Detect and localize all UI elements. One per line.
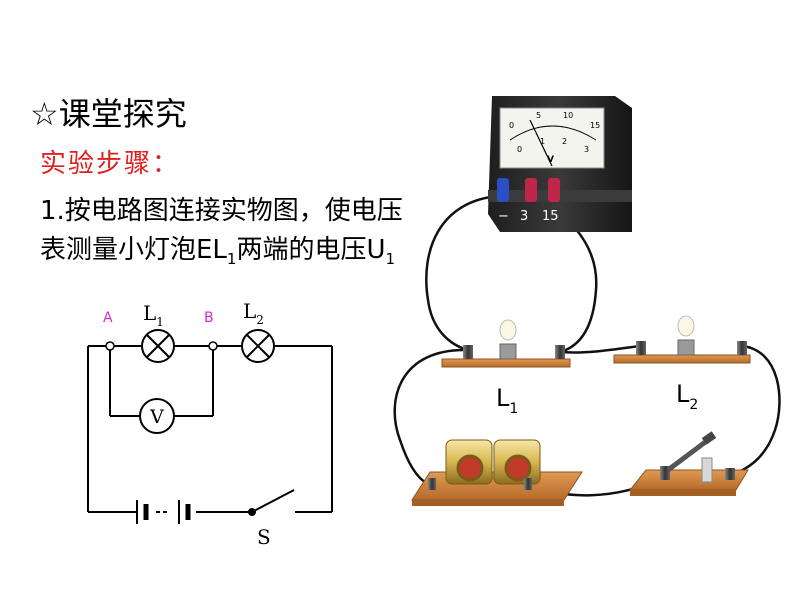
meter-scale-bottom-0: 0 bbox=[517, 145, 522, 154]
wire-l1-to-l2 bbox=[561, 344, 641, 354]
node-a bbox=[105, 341, 115, 351]
step-1-subscript-2: 1 bbox=[385, 250, 396, 268]
lamp-l1-symbol bbox=[141, 329, 175, 363]
lamp-l2-terminal-left bbox=[636, 341, 646, 355]
node-b-label: B bbox=[204, 310, 214, 326]
meter-terminal-15-label: 15 bbox=[542, 209, 559, 224]
lamp-l2-terminal-right bbox=[737, 341, 747, 355]
meter-scale-top-10: 10 bbox=[563, 111, 573, 120]
wire-l2-to-switch bbox=[729, 344, 781, 478]
meter-scale-bottom-2: 2 bbox=[562, 137, 567, 146]
meter-terminal-15 bbox=[548, 178, 560, 202]
meter-scale-bottom-3: 3 bbox=[584, 145, 589, 154]
voltmeter-dial bbox=[499, 107, 605, 169]
lamp-l1-board bbox=[441, 319, 571, 368]
battery-terminal-negative bbox=[428, 478, 436, 490]
meter-terminal-negative-label: − bbox=[498, 209, 509, 224]
knife-switch bbox=[628, 431, 749, 496]
step-1-text: 1.按电路图连接实物图，使电压表测量小灯泡EL1两端的电压U1 bbox=[40, 192, 420, 279]
battery-symbol bbox=[136, 500, 191, 524]
meter-terminal-negative bbox=[497, 178, 509, 202]
battery-terminal-positive bbox=[524, 478, 532, 490]
apparatus-l1-label: L1 bbox=[496, 384, 518, 417]
node-b bbox=[208, 341, 218, 351]
circuit-schematic bbox=[87, 345, 333, 513]
bulb-l1-icon bbox=[499, 319, 517, 341]
steps-heading: 实验步骤： bbox=[40, 149, 181, 179]
meter-scale-top-5: 5 bbox=[536, 111, 541, 120]
switch-label: S bbox=[257, 525, 271, 549]
lamp-l1-label: L1 bbox=[143, 301, 164, 329]
section-title: ☆课堂探究 bbox=[30, 94, 187, 134]
meter-scale-bottom-1: 1 bbox=[540, 137, 545, 146]
bulb-l2-icon bbox=[677, 315, 695, 337]
step-1-subscript-1: 1 bbox=[226, 250, 237, 268]
meter-scale-top-0: 0 bbox=[509, 121, 514, 130]
meter-terminal-3-label: 3 bbox=[520, 209, 528, 224]
meter-needle bbox=[529, 119, 553, 167]
wire-l1-to-battery bbox=[393, 348, 469, 486]
battery-holder bbox=[411, 439, 583, 506]
node-a-label: A bbox=[103, 310, 113, 326]
meter-scale-top-15: 15 bbox=[590, 121, 600, 130]
switch-symbol bbox=[248, 489, 295, 516]
step-1-text-part2: 两端的电压U bbox=[236, 235, 386, 265]
meter-dial-symbol: V bbox=[547, 155, 554, 165]
apparatus-l2-label: L2 bbox=[676, 380, 698, 413]
step-1-text-part1: 1.按电路图连接实物图，使电压表测量小灯泡EL bbox=[40, 196, 403, 265]
section-title-text: 课堂探究 bbox=[58, 95, 187, 133]
lamp-l2-label: L2 bbox=[243, 299, 264, 327]
lamp-l1-terminal-left bbox=[463, 345, 473, 359]
lamp-l2-board bbox=[613, 315, 751, 364]
switch-lever bbox=[666, 438, 710, 472]
voltmeter-symbol: V bbox=[139, 398, 175, 434]
star-icon: ☆ bbox=[30, 95, 59, 133]
lamp-l1-terminal-right bbox=[555, 345, 565, 359]
meter-terminal-3 bbox=[525, 178, 537, 202]
wire-meter-to-l1-left bbox=[425, 194, 501, 352]
voltmeter-symbol-label: V bbox=[149, 406, 164, 428]
voltmeter-device: 0 5 10 15 0 1 2 3 V − 3 15 bbox=[488, 96, 632, 232]
lamp-l2-symbol bbox=[241, 329, 275, 363]
